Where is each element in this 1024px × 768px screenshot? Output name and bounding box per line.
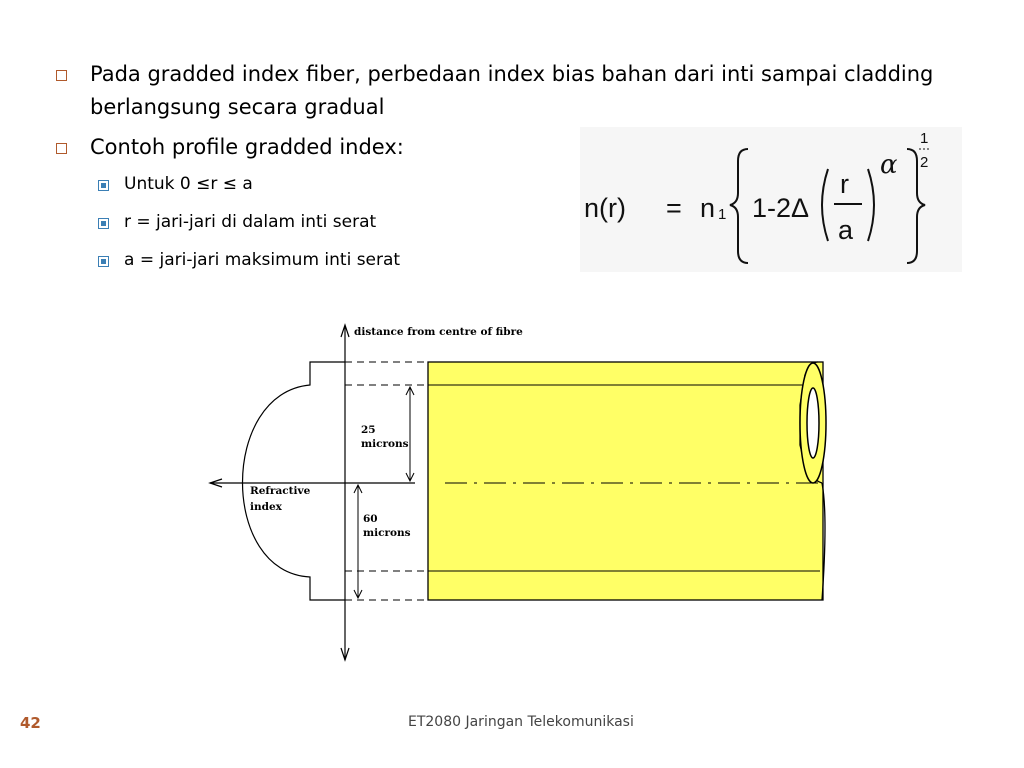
- formula-alpha: α: [880, 150, 898, 180]
- sub-bullet-text: a = jari-jari maksimum inti serat: [124, 250, 401, 270]
- formula-denominator: a: [838, 215, 854, 245]
- bullet-list: Pada gradded index fiber, perbedaan inde…: [54, 58, 954, 286]
- sub-bullet-marker-icon: [98, 180, 109, 191]
- bullet-item: Pada gradded index fiber, perbedaan inde…: [54, 58, 954, 124]
- formula-n-subscript: 1: [718, 206, 726, 223]
- axis-arrow-down-icon: [340, 647, 350, 662]
- fiber-body: [427, 361, 824, 601]
- refractive-index-profile: [242, 361, 345, 601]
- sub-bullet-item: r = jari-jari di dalam inti serat: [54, 210, 954, 234]
- sub-bullet-item: Untuk 0 ≤r ≤ a: [54, 172, 954, 196]
- sub-bullet-text: Untuk 0 ≤r ≤ a: [124, 174, 253, 194]
- label-60: 60: [363, 513, 378, 525]
- bullet-item: Contoh profile gradded index:: [54, 131, 954, 164]
- dimension-arrows-icon: [405, 385, 415, 483]
- formula-numerator: r: [840, 169, 849, 199]
- bullet-text: Contoh profile gradded index:: [90, 135, 404, 159]
- formula-exp-denominator: 2: [920, 154, 928, 171]
- fiber-diagram: distance from centre of fibre 25 microns…: [200, 315, 840, 670]
- left-brace-icon: [729, 148, 749, 264]
- axis-label-distance: distance from centre of fibre: [354, 326, 523, 338]
- formula-exp-numerator: 1: [920, 130, 928, 147]
- dimension-arrows-icon: [353, 483, 363, 600]
- right-brace-icon: [906, 148, 926, 264]
- formula-n: n: [700, 193, 715, 223]
- fiber-diagram-svg: distance from centre of fibre 25 microns…: [208, 323, 827, 662]
- sub-bullet-item: a = jari-jari maksimum inti serat: [54, 248, 954, 272]
- sub-bullet-marker-icon: [98, 218, 109, 229]
- right-paren-icon: [867, 168, 875, 242]
- label-index: index: [250, 501, 283, 513]
- bullet-text: Pada gradded index fiber, perbedaan inde…: [90, 62, 934, 119]
- formula-lhs: n(r): [584, 193, 626, 223]
- sub-bullet-text: r = jari-jari di dalam inti serat: [124, 212, 377, 232]
- formula-inner: 1-2Δ: [752, 193, 809, 223]
- axis-arrow-up-icon: [340, 323, 350, 338]
- label-60-unit: microns: [363, 527, 411, 539]
- fiber-end-core: [806, 387, 820, 459]
- label-25: 25: [361, 424, 376, 436]
- axis-arrow-left-icon: [208, 478, 223, 488]
- sub-bullet-marker-icon: [98, 256, 109, 267]
- page-number: 42: [20, 714, 41, 732]
- label-refractive: Refractive: [250, 485, 311, 497]
- label-25-unit: microns: [361, 438, 409, 450]
- formula-equals: =: [666, 193, 682, 223]
- fiber-lower-edge: [821, 482, 826, 601]
- footer-title: ET2080 Jaringan Telekomunikasi: [408, 714, 634, 730]
- left-paren-icon: [821, 168, 829, 242]
- bullet-marker-icon: [56, 143, 67, 154]
- formula-image: n(r) = n 1 1-2Δ r a α 1 2: [580, 127, 962, 272]
- formula-svg: n(r) = n 1 1-2Δ r a α 1 2: [584, 130, 931, 264]
- bullet-marker-icon: [56, 70, 67, 81]
